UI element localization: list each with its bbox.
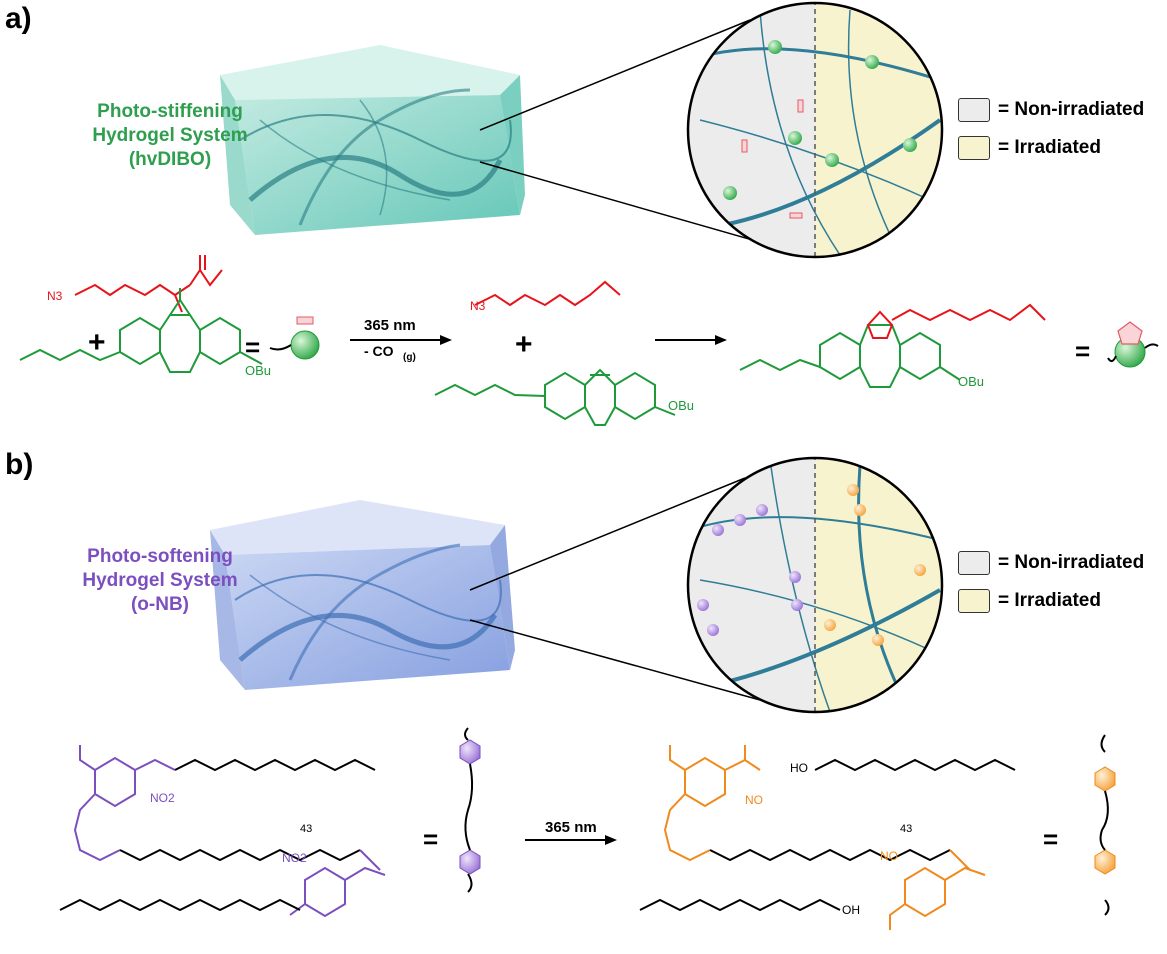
equals-sign-b1: =	[423, 824, 438, 854]
zoom-line-top-a	[479, 19, 751, 131]
no2-label-2: NO2	[282, 851, 307, 865]
zoom-line-bottom-a	[479, 161, 771, 246]
legend-a-swatch-yellow	[958, 136, 990, 160]
peg-n-label-2: 43	[900, 823, 912, 835]
legend-a-label-1: = Non-irradiated	[998, 99, 1145, 120]
legend-b-swatch-gray	[958, 551, 990, 575]
legend-b-label-2: = Irradiated	[998, 590, 1101, 611]
legend-b-label-1: = Non-irradiated	[998, 552, 1145, 573]
system-title-a-line3: (hvDIBO)	[128, 149, 212, 170]
panel-label-a: a)	[5, 2, 32, 35]
equals-sign-a1: =	[245, 332, 260, 362]
equals-sign-b2: =	[1043, 824, 1058, 854]
legend-a-nonirradiated: = Non-irradiated	[958, 98, 1144, 122]
panel-a	[19, 1, 1159, 426]
system-title-b-line1: Photo-softening	[87, 546, 233, 567]
zoom-line-top-b	[469, 477, 746, 591]
arrow-sub-a: - CO	[364, 343, 394, 359]
reaction-scheme-a	[19, 255, 1159, 426]
equals-sign-a2: =	[1075, 336, 1090, 366]
system-title-b-line2: Hydrogel System	[82, 570, 238, 591]
no-label-1: NO	[745, 793, 763, 807]
legend-a-label-2: = Irradiated	[998, 137, 1101, 158]
plus-sign-a: +	[88, 326, 106, 359]
zoom-circle-b	[686, 456, 944, 714]
system-title-b: Photo-softening Hydrogel System (o-NB)	[60, 545, 260, 617]
azide-label-2: N3	[470, 299, 486, 313]
system-title-b-line3: (o-NB)	[130, 594, 190, 615]
ho-label: HO	[790, 761, 808, 775]
reaction-scheme-b	[59, 727, 1116, 930]
system-title-a-line2: Hydrogel System	[92, 125, 248, 146]
oh-label: OH	[842, 903, 860, 917]
arrow-label-b: 365 nm	[545, 819, 597, 836]
panel-b	[59, 456, 1116, 930]
zoom-line-bottom-b	[469, 619, 761, 701]
obu-label-3: OBu	[958, 374, 984, 389]
plus-sign-a2: +	[515, 328, 533, 361]
system-title-a-line1: Photo-stiffening	[97, 101, 243, 122]
hydrogel-block-a	[220, 45, 525, 235]
arrow-label-a: 365 nm	[364, 317, 416, 334]
zoom-circle-a	[686, 1, 944, 259]
arrow-sub-g-a: (g)	[403, 352, 416, 363]
panel-label-b: b)	[5, 448, 34, 481]
peg-n-label-1: 43	[300, 823, 312, 835]
hydrogel-block-b	[210, 500, 515, 690]
legend-b-irradiated: = Irradiated	[958, 589, 1101, 613]
system-title-a: Photo-stiffening Hydrogel System (hvDIBO…	[70, 100, 270, 172]
legend-a-swatch-gray	[958, 98, 990, 122]
legend-a-irradiated: = Irradiated	[958, 136, 1101, 160]
legend-b-nonirradiated: = Non-irradiated	[958, 551, 1144, 575]
no2-label-1: NO2	[150, 791, 175, 805]
no-label-2: NO	[880, 849, 898, 863]
azide-label: N3	[47, 289, 63, 303]
obu-label-2: OBu	[668, 398, 694, 413]
obu-label-1: OBu	[245, 363, 271, 378]
legend-b-swatch-yellow	[958, 589, 990, 613]
